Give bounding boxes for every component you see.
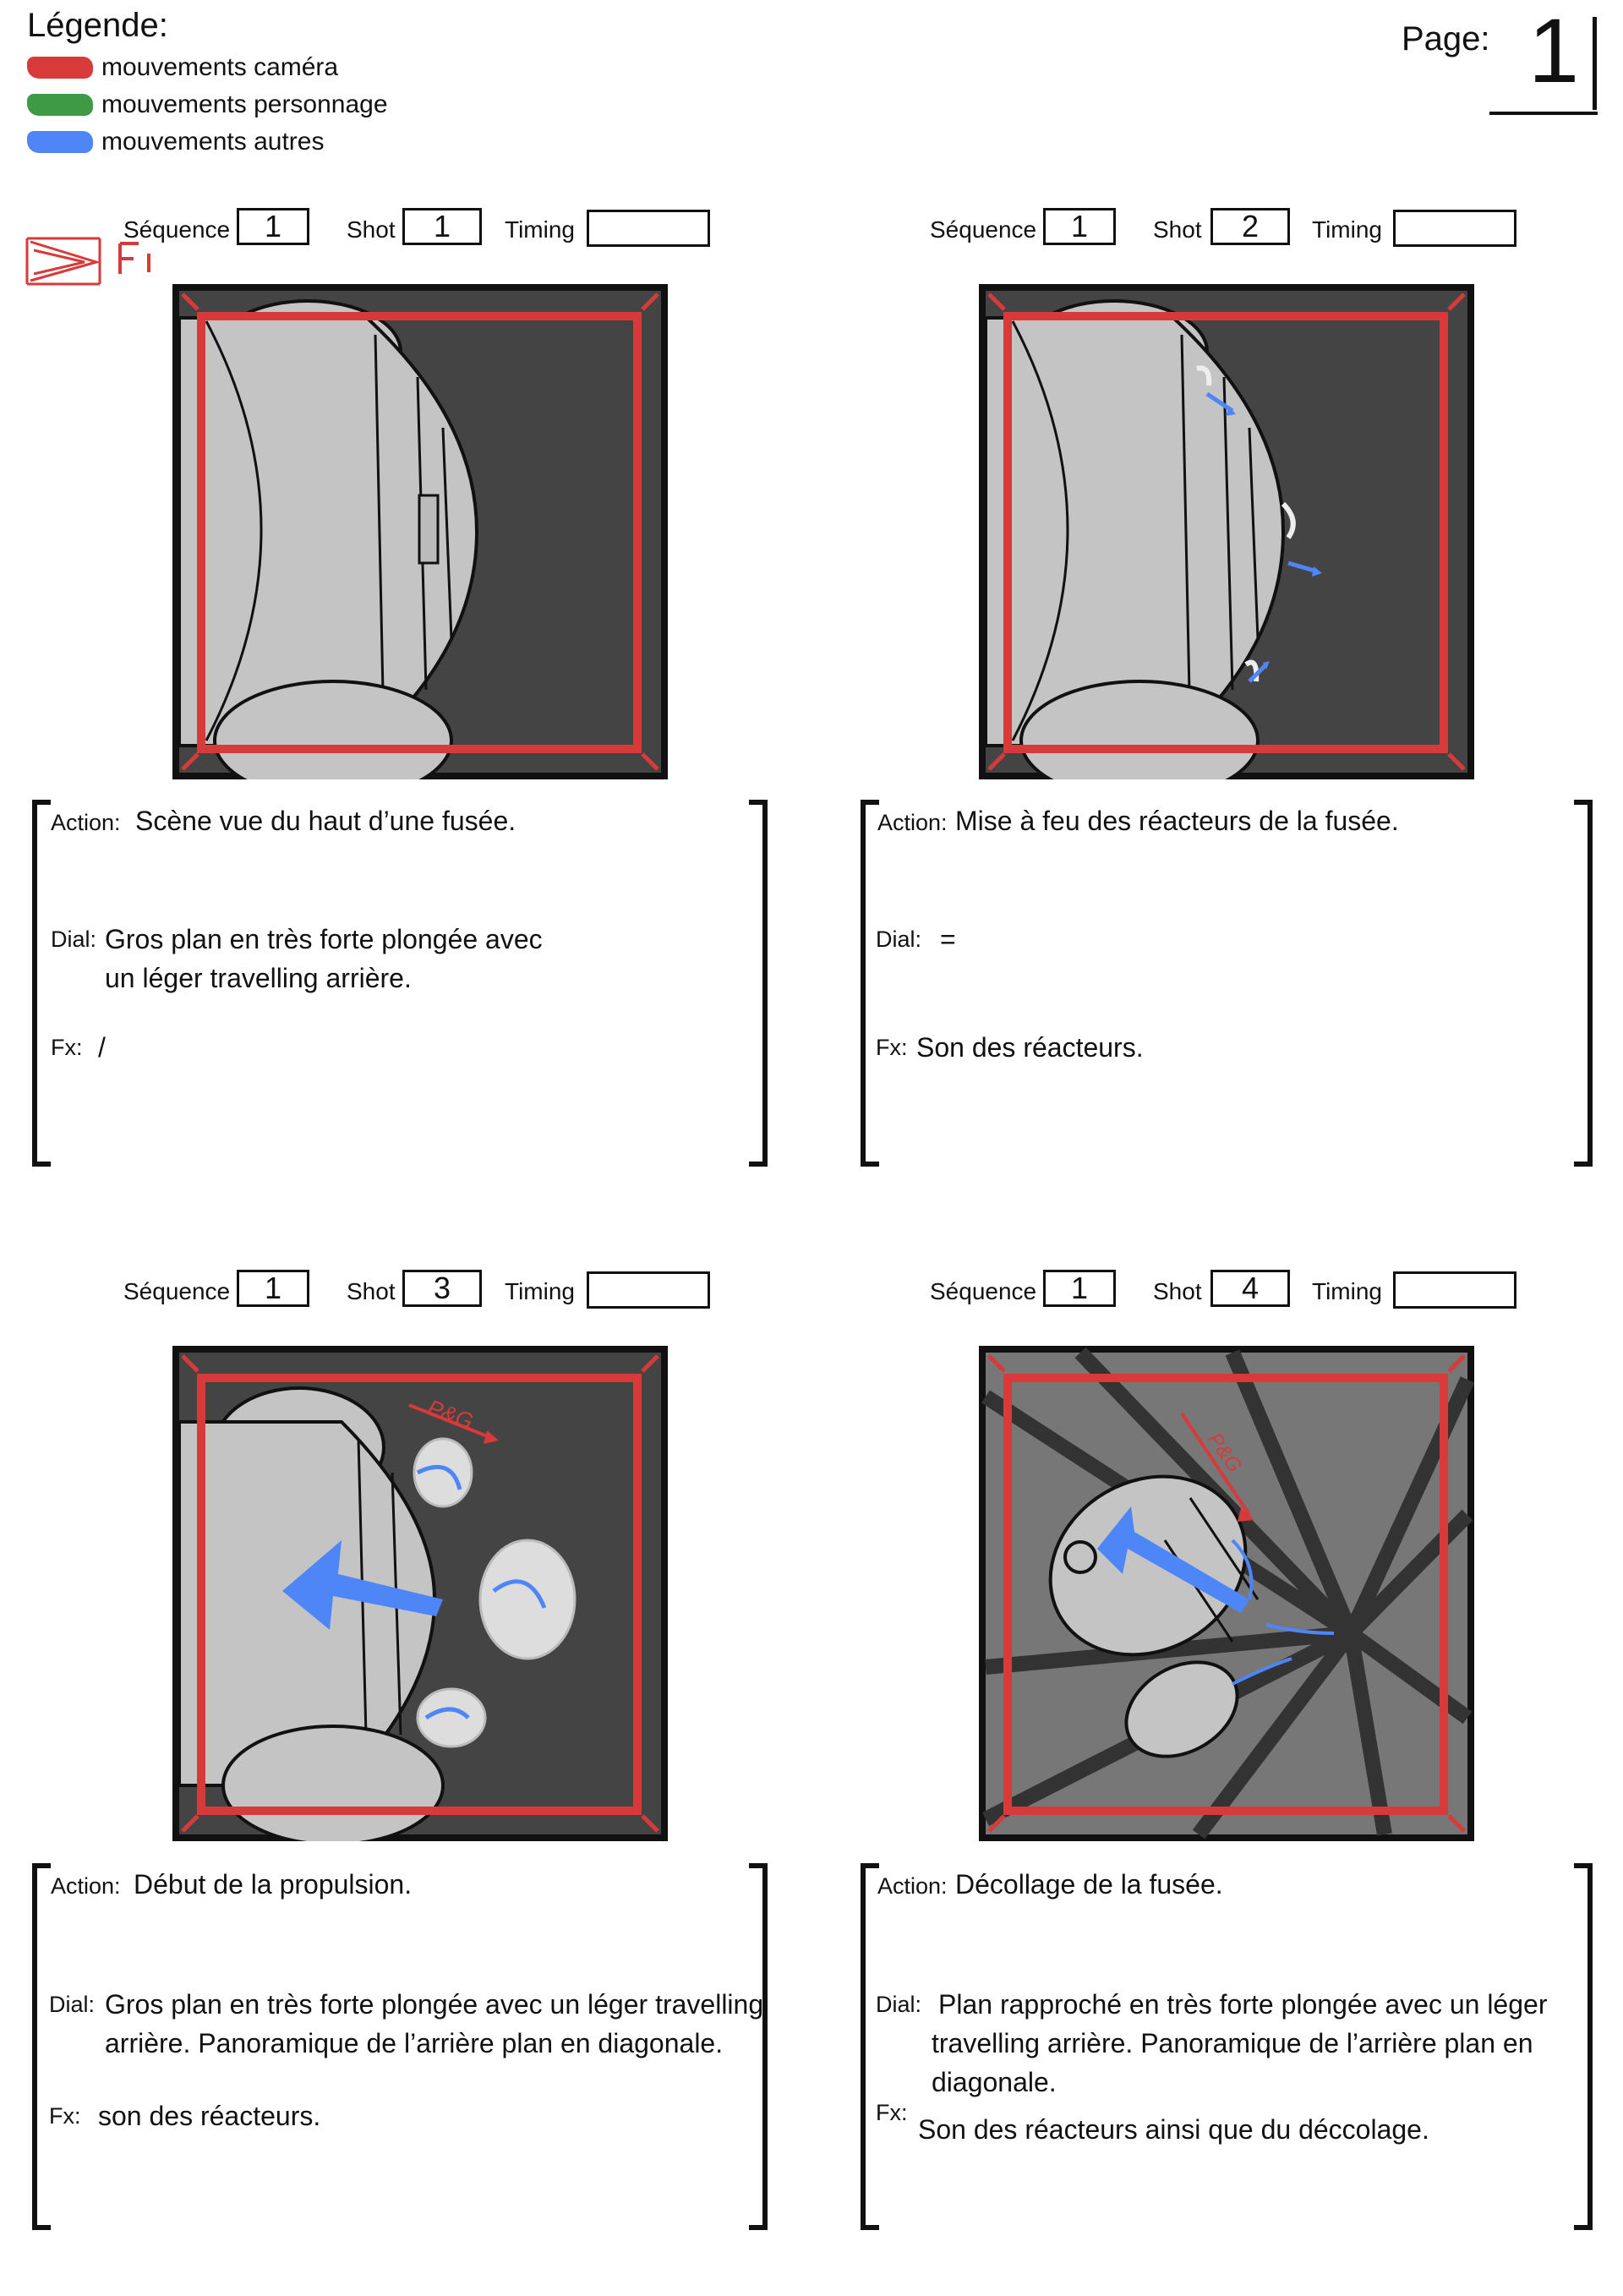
sequence-field[interactable]: 1 bbox=[1043, 1270, 1116, 1307]
sequence-label: Séquence bbox=[930, 216, 1037, 243]
shot-field[interactable]: 3 bbox=[402, 1270, 482, 1307]
description-bracket-left bbox=[32, 1863, 51, 2230]
timing-label: Timing bbox=[1312, 1278, 1382, 1304]
dial-value: Gros plan en très forte plongée avec bbox=[105, 924, 543, 954]
dial-label: Dial: bbox=[876, 1992, 922, 2017]
shot-label: Shot bbox=[347, 1278, 396, 1304]
shot-label: Shot bbox=[347, 216, 396, 243]
sequence-label: Séquence bbox=[123, 1278, 231, 1304]
description-bracket-right bbox=[749, 1863, 768, 2230]
timing-label: Timing bbox=[505, 216, 575, 243]
legend-label: mouvements personnage bbox=[101, 90, 388, 118]
shot-label: Shot bbox=[1153, 216, 1202, 243]
description-bracket-right bbox=[1574, 1863, 1593, 2230]
legend-swatch-red bbox=[27, 57, 93, 79]
action-label: Action: bbox=[51, 810, 121, 835]
page-number-underline bbox=[1489, 112, 1598, 115]
legend-item-character: mouvements personnage bbox=[27, 88, 388, 122]
fx-value: son des réacteurs. bbox=[98, 2101, 321, 2131]
storyboard-frame bbox=[979, 284, 1474, 779]
storyboard-frame bbox=[172, 284, 668, 779]
sequence-label: Séquence bbox=[123, 216, 231, 243]
shot-field[interactable]: 1 bbox=[402, 208, 482, 245]
legend-swatch-green bbox=[27, 94, 93, 116]
dial-label: Dial: bbox=[876, 927, 922, 952]
shot-field[interactable]: 2 bbox=[1210, 208, 1290, 245]
fx-label: Fx: bbox=[876, 1035, 908, 1060]
fx-value: Son des réacteurs ainsi que du déccolage… bbox=[918, 2114, 1429, 2145]
action-label: Action: bbox=[877, 810, 948, 835]
shot-field[interactable]: 4 bbox=[1210, 1270, 1290, 1307]
description-bracket-right bbox=[1574, 800, 1593, 1167]
storyboard-frame: P&G bbox=[979, 1346, 1474, 1841]
action-value: Scène vue du haut d’une fusée. bbox=[135, 806, 516, 836]
legend-swatch-blue bbox=[27, 131, 93, 153]
dial-value: = bbox=[940, 924, 956, 954]
legend-item-camera: mouvements caméra bbox=[27, 51, 338, 85]
description-bracket-left bbox=[861, 800, 879, 1167]
action-value: Décollage de la fusée. bbox=[955, 1869, 1223, 1900]
description-bracket-left bbox=[32, 800, 51, 1167]
timing-field[interactable] bbox=[1393, 210, 1516, 247]
page-number: 1 bbox=[1528, 0, 1580, 101]
legend-label: mouvements caméra bbox=[101, 53, 339, 81]
action-value: Mise à feu des réacteurs de la fusée. bbox=[955, 806, 1399, 836]
dial-value: diagonale. bbox=[932, 2067, 1057, 2097]
dial-value: un léger travelling arrière. bbox=[105, 963, 412, 993]
sequence-label: Séquence bbox=[930, 1278, 1037, 1304]
shot-label: Shot bbox=[1153, 1278, 1202, 1304]
fx-label: Fx: bbox=[51, 1035, 83, 1060]
timing-field[interactable] bbox=[587, 210, 710, 247]
action-value: Début de la propulsion. bbox=[134, 1869, 413, 1900]
action-label: Action: bbox=[877, 1873, 948, 1899]
dial-value: Plan rapproché en très forte plongée ave… bbox=[938, 1989, 1548, 2020]
fx-label: Fx: bbox=[876, 2100, 908, 2125]
timing-label: Timing bbox=[505, 1278, 575, 1304]
storyboard-frame: P&G bbox=[172, 1346, 668, 1841]
description-bracket-left bbox=[861, 1863, 879, 2230]
fx-value: / bbox=[98, 1032, 106, 1063]
page-number-bar bbox=[1593, 17, 1597, 110]
dial-value: Gros plan en très forte plongée avec un … bbox=[105, 1989, 764, 2020]
legend-item-other: mouvements autres bbox=[27, 125, 324, 159]
fx-value: Son des réacteurs. bbox=[916, 1032, 1144, 1063]
timing-field[interactable] bbox=[1393, 1271, 1516, 1309]
timing-label: Timing bbox=[1312, 216, 1382, 243]
fx-label: Fx: bbox=[49, 2103, 81, 2129]
sequence-field[interactable]: 1 bbox=[237, 1270, 309, 1307]
page-label: Page: bbox=[1402, 20, 1490, 57]
legend-label: mouvements autres bbox=[101, 128, 325, 156]
dial-value: travelling arrière. Panoramique de l’arr… bbox=[932, 2028, 1533, 2058]
dial-label: Dial: bbox=[51, 927, 97, 952]
sequence-field[interactable]: 1 bbox=[1043, 208, 1116, 245]
sequence-field[interactable]: 1 bbox=[237, 208, 309, 245]
red-sketch-mark-icon bbox=[25, 237, 150, 286]
legend-title: Légende: bbox=[27, 7, 168, 44]
action-label: Action: bbox=[51, 1873, 121, 1899]
timing-field[interactable] bbox=[587, 1271, 710, 1309]
description-bracket-right bbox=[749, 800, 768, 1167]
dial-value: arrière. Panoramique de l’arrière plan e… bbox=[105, 2028, 724, 2058]
dial-label: Dial: bbox=[49, 1992, 96, 2017]
